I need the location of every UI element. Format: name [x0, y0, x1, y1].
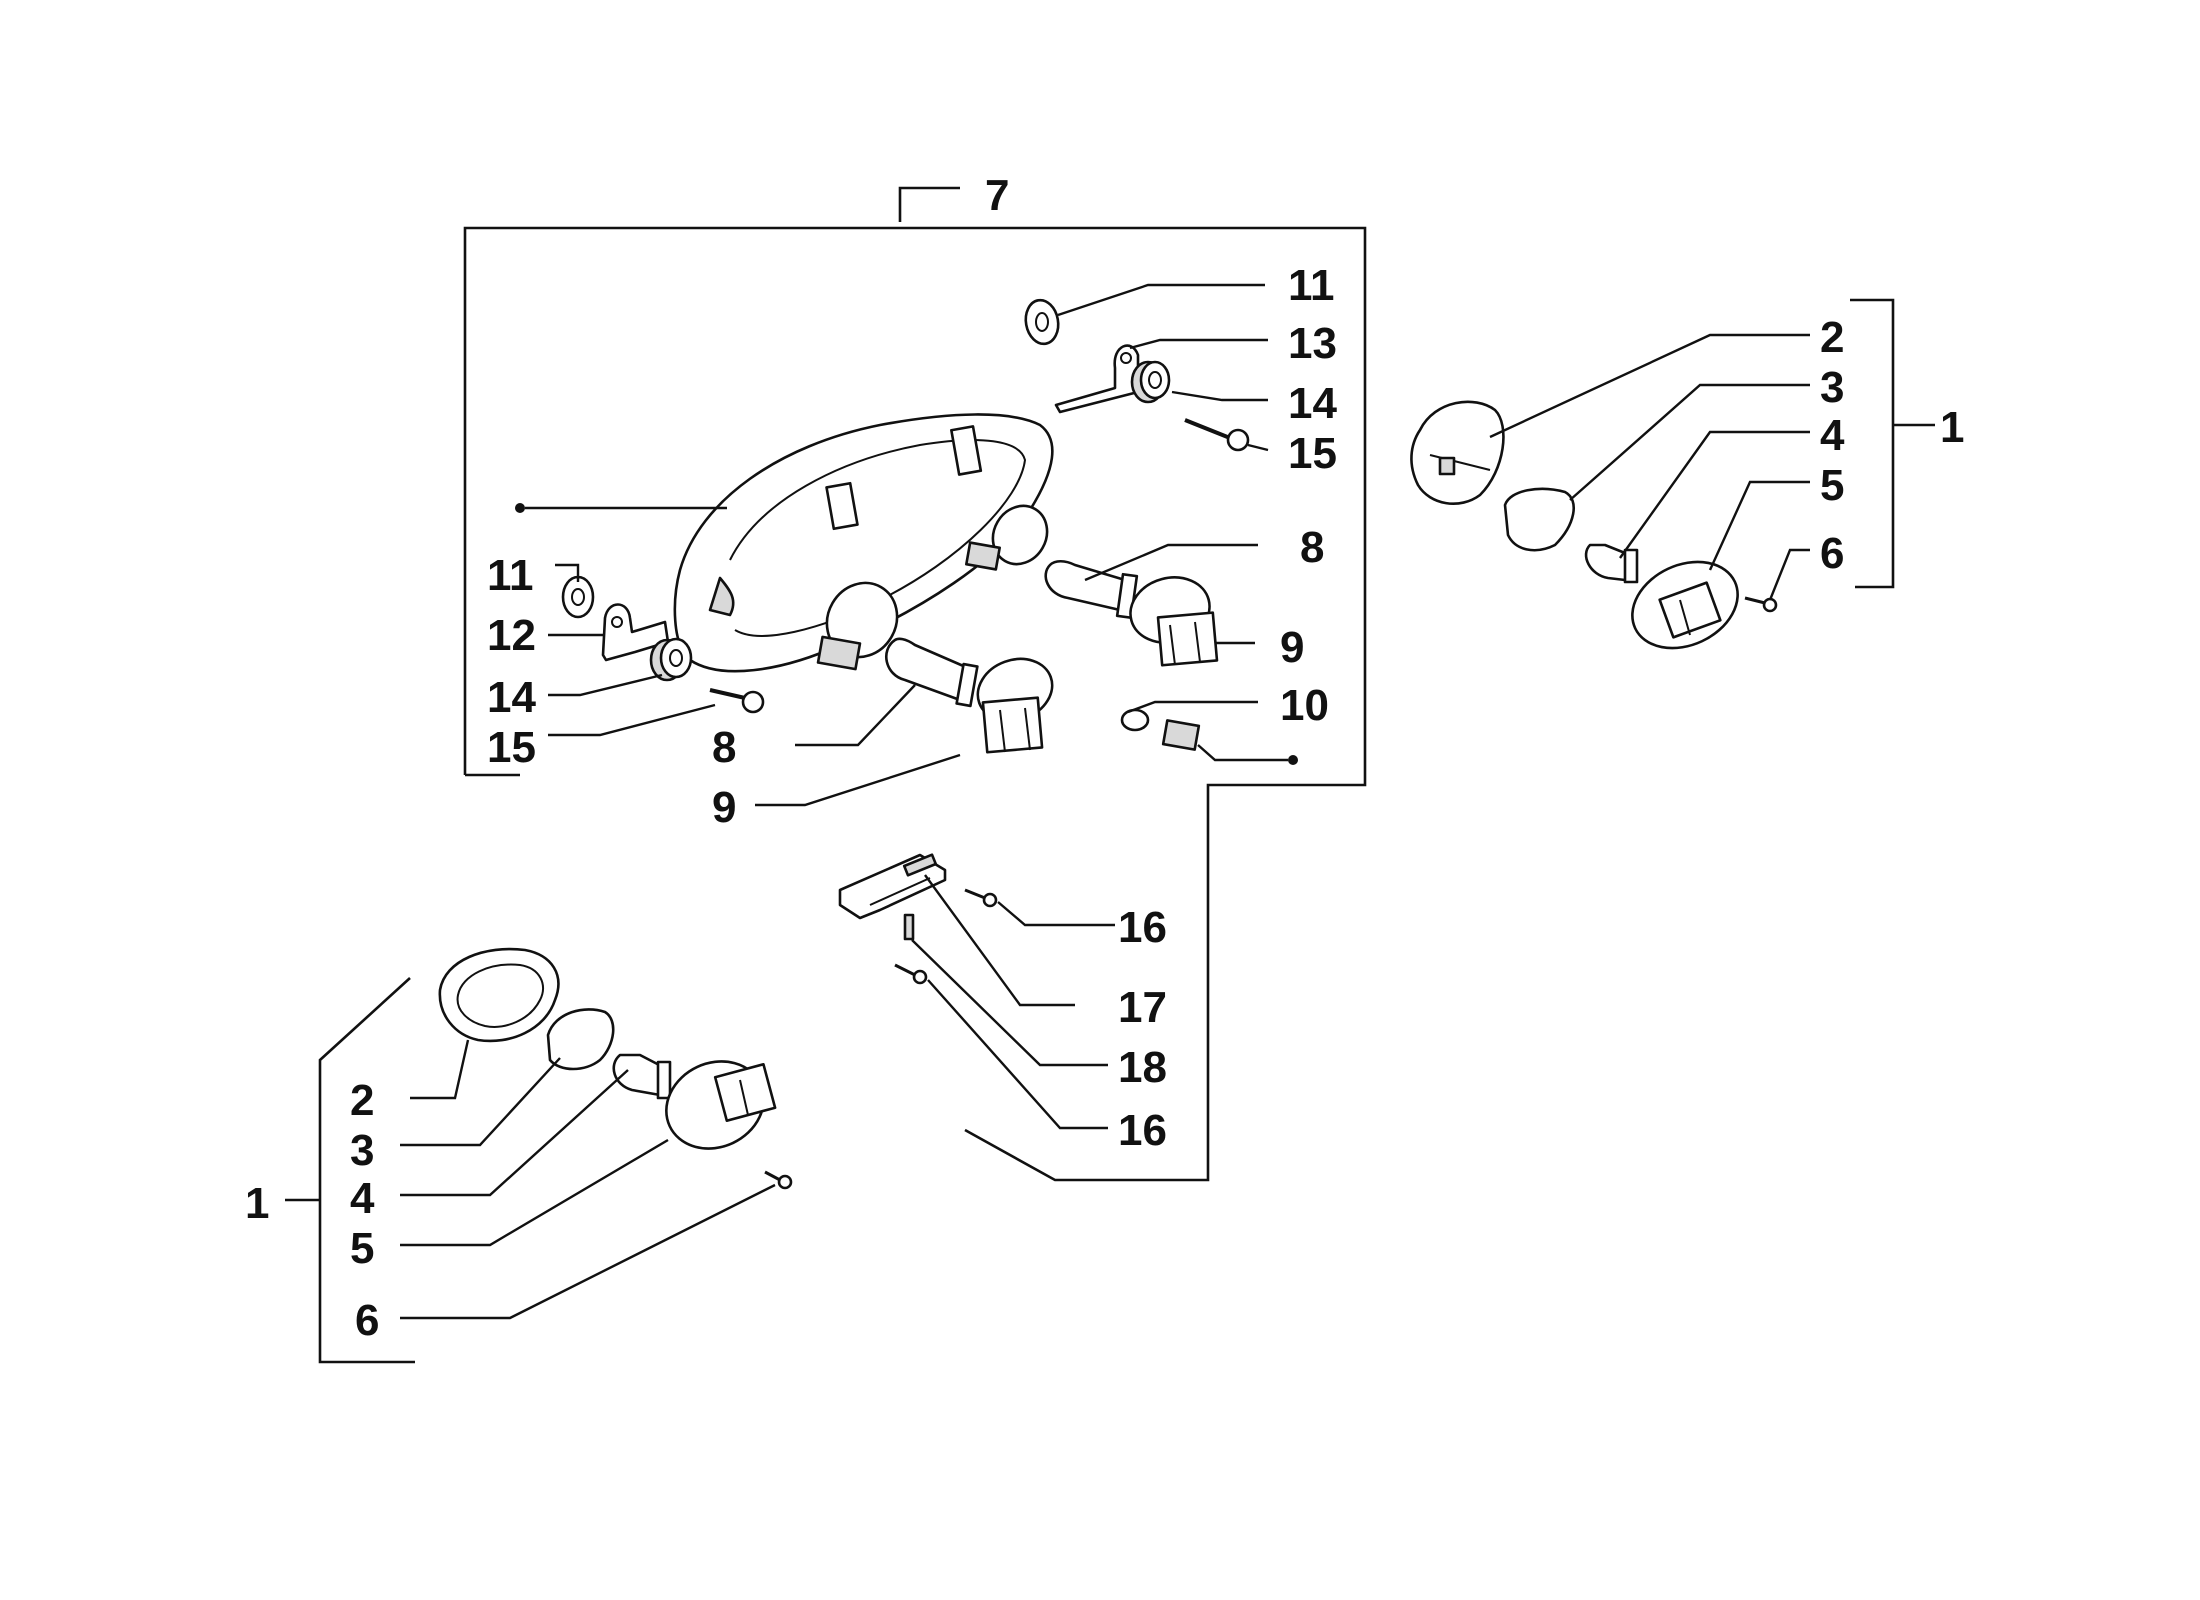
lower-bulb-part: [885, 637, 979, 708]
callout-housing-assembly: 7: [985, 171, 1009, 220]
callout-holder-lower: 9: [712, 783, 736, 832]
callout-right-socket: 5: [1820, 461, 1844, 510]
callout-holder-upper: 9: [1280, 623, 1304, 672]
callout-right-lens: 2: [1820, 313, 1844, 362]
mounting-plate-part: [838, 853, 947, 920]
callout-left-screw: 6: [355, 1296, 379, 1345]
callout-screw-lower: 15: [487, 723, 536, 772]
callout-left-lens: 2: [350, 1076, 374, 1125]
right-screw-part: [1744, 596, 1778, 613]
housing-reference-dot: [515, 503, 525, 513]
right-indicator-frame: [1850, 298, 1935, 589]
lower-screw-part: [709, 688, 765, 714]
callout-right-bulb: 4: [1820, 411, 1845, 460]
plate-bolt-part: [903, 913, 915, 941]
upper-screw-part: [1184, 418, 1250, 452]
right-lens-part: [1410, 400, 1505, 505]
callout-bulb-upper: 8: [1300, 523, 1324, 572]
left-lens-part: [438, 947, 560, 1043]
pilot-reference-dot: [1288, 755, 1298, 765]
callout-left-bulb: 4: [350, 1174, 375, 1223]
upper-grommet-part: [1130, 360, 1171, 404]
callout-grommet-upper: 14: [1288, 379, 1337, 428]
callout-left-socket: 5: [350, 1224, 374, 1273]
callout-right-reflector: 3: [1820, 363, 1844, 412]
callout-labels: 7 11 13 14 15 11 12 14 15 8 9 8 9 10 16 …: [245, 171, 1964, 1345]
lower-grommet-part: [649, 637, 693, 682]
callout-washer-upper: 11: [1288, 261, 1335, 310]
callout-bulb-lower: 8: [712, 723, 736, 772]
right-socket-part: [1631, 560, 1739, 650]
left-reflector-part: [546, 1008, 615, 1071]
left-socket-part: [665, 1060, 777, 1150]
callout-right-assembly: 1: [1940, 403, 1964, 452]
pilot-bulb-part: [1120, 708, 1201, 751]
pilot-leader: [1197, 744, 1288, 762]
headlamp-group-frame: [463, 186, 1367, 1182]
callout-left-reflector: 3: [350, 1126, 374, 1175]
upper-washer-part: [1024, 298, 1060, 346]
callout-washer-lower: 11: [487, 551, 534, 600]
upper-bracket-part: [1054, 344, 1140, 414]
upper-bulb-part: [1044, 559, 1139, 620]
left-screw-part: [764, 1170, 793, 1190]
callout-bracket-left: 12: [487, 611, 536, 660]
callout-grommet-lower: 14: [487, 673, 536, 722]
callout-left-assembly: 1: [245, 1179, 269, 1228]
callout-screw-upper: 15: [1288, 429, 1337, 478]
left-bulb-part: [612, 1053, 672, 1100]
plate-screw-a-part: [964, 888, 998, 908]
callout-plate-bolt: 18: [1118, 1043, 1167, 1092]
plate-screw-b-part: [894, 963, 928, 985]
headlamp-housing: [673, 413, 1054, 673]
callout-screw-plate-a: 16: [1118, 903, 1167, 952]
right-reflector-part: [1503, 487, 1575, 552]
callout-pilot-bulb: 10: [1280, 681, 1329, 730]
left-indicator-frame: [285, 977, 415, 1364]
lower-holder-part: [976, 657, 1054, 754]
leader-lines: [400, 283, 1810, 1320]
lower-washer-part: [561, 575, 595, 619]
callout-bracket-right: 13: [1288, 319, 1337, 368]
upper-holder-part: [1129, 576, 1219, 667]
right-bulb-part: [1584, 543, 1639, 584]
callout-plate: 17: [1118, 983, 1167, 1032]
callout-right-screw: 6: [1820, 529, 1844, 578]
callout-screw-plate-b: 16: [1118, 1106, 1167, 1155]
